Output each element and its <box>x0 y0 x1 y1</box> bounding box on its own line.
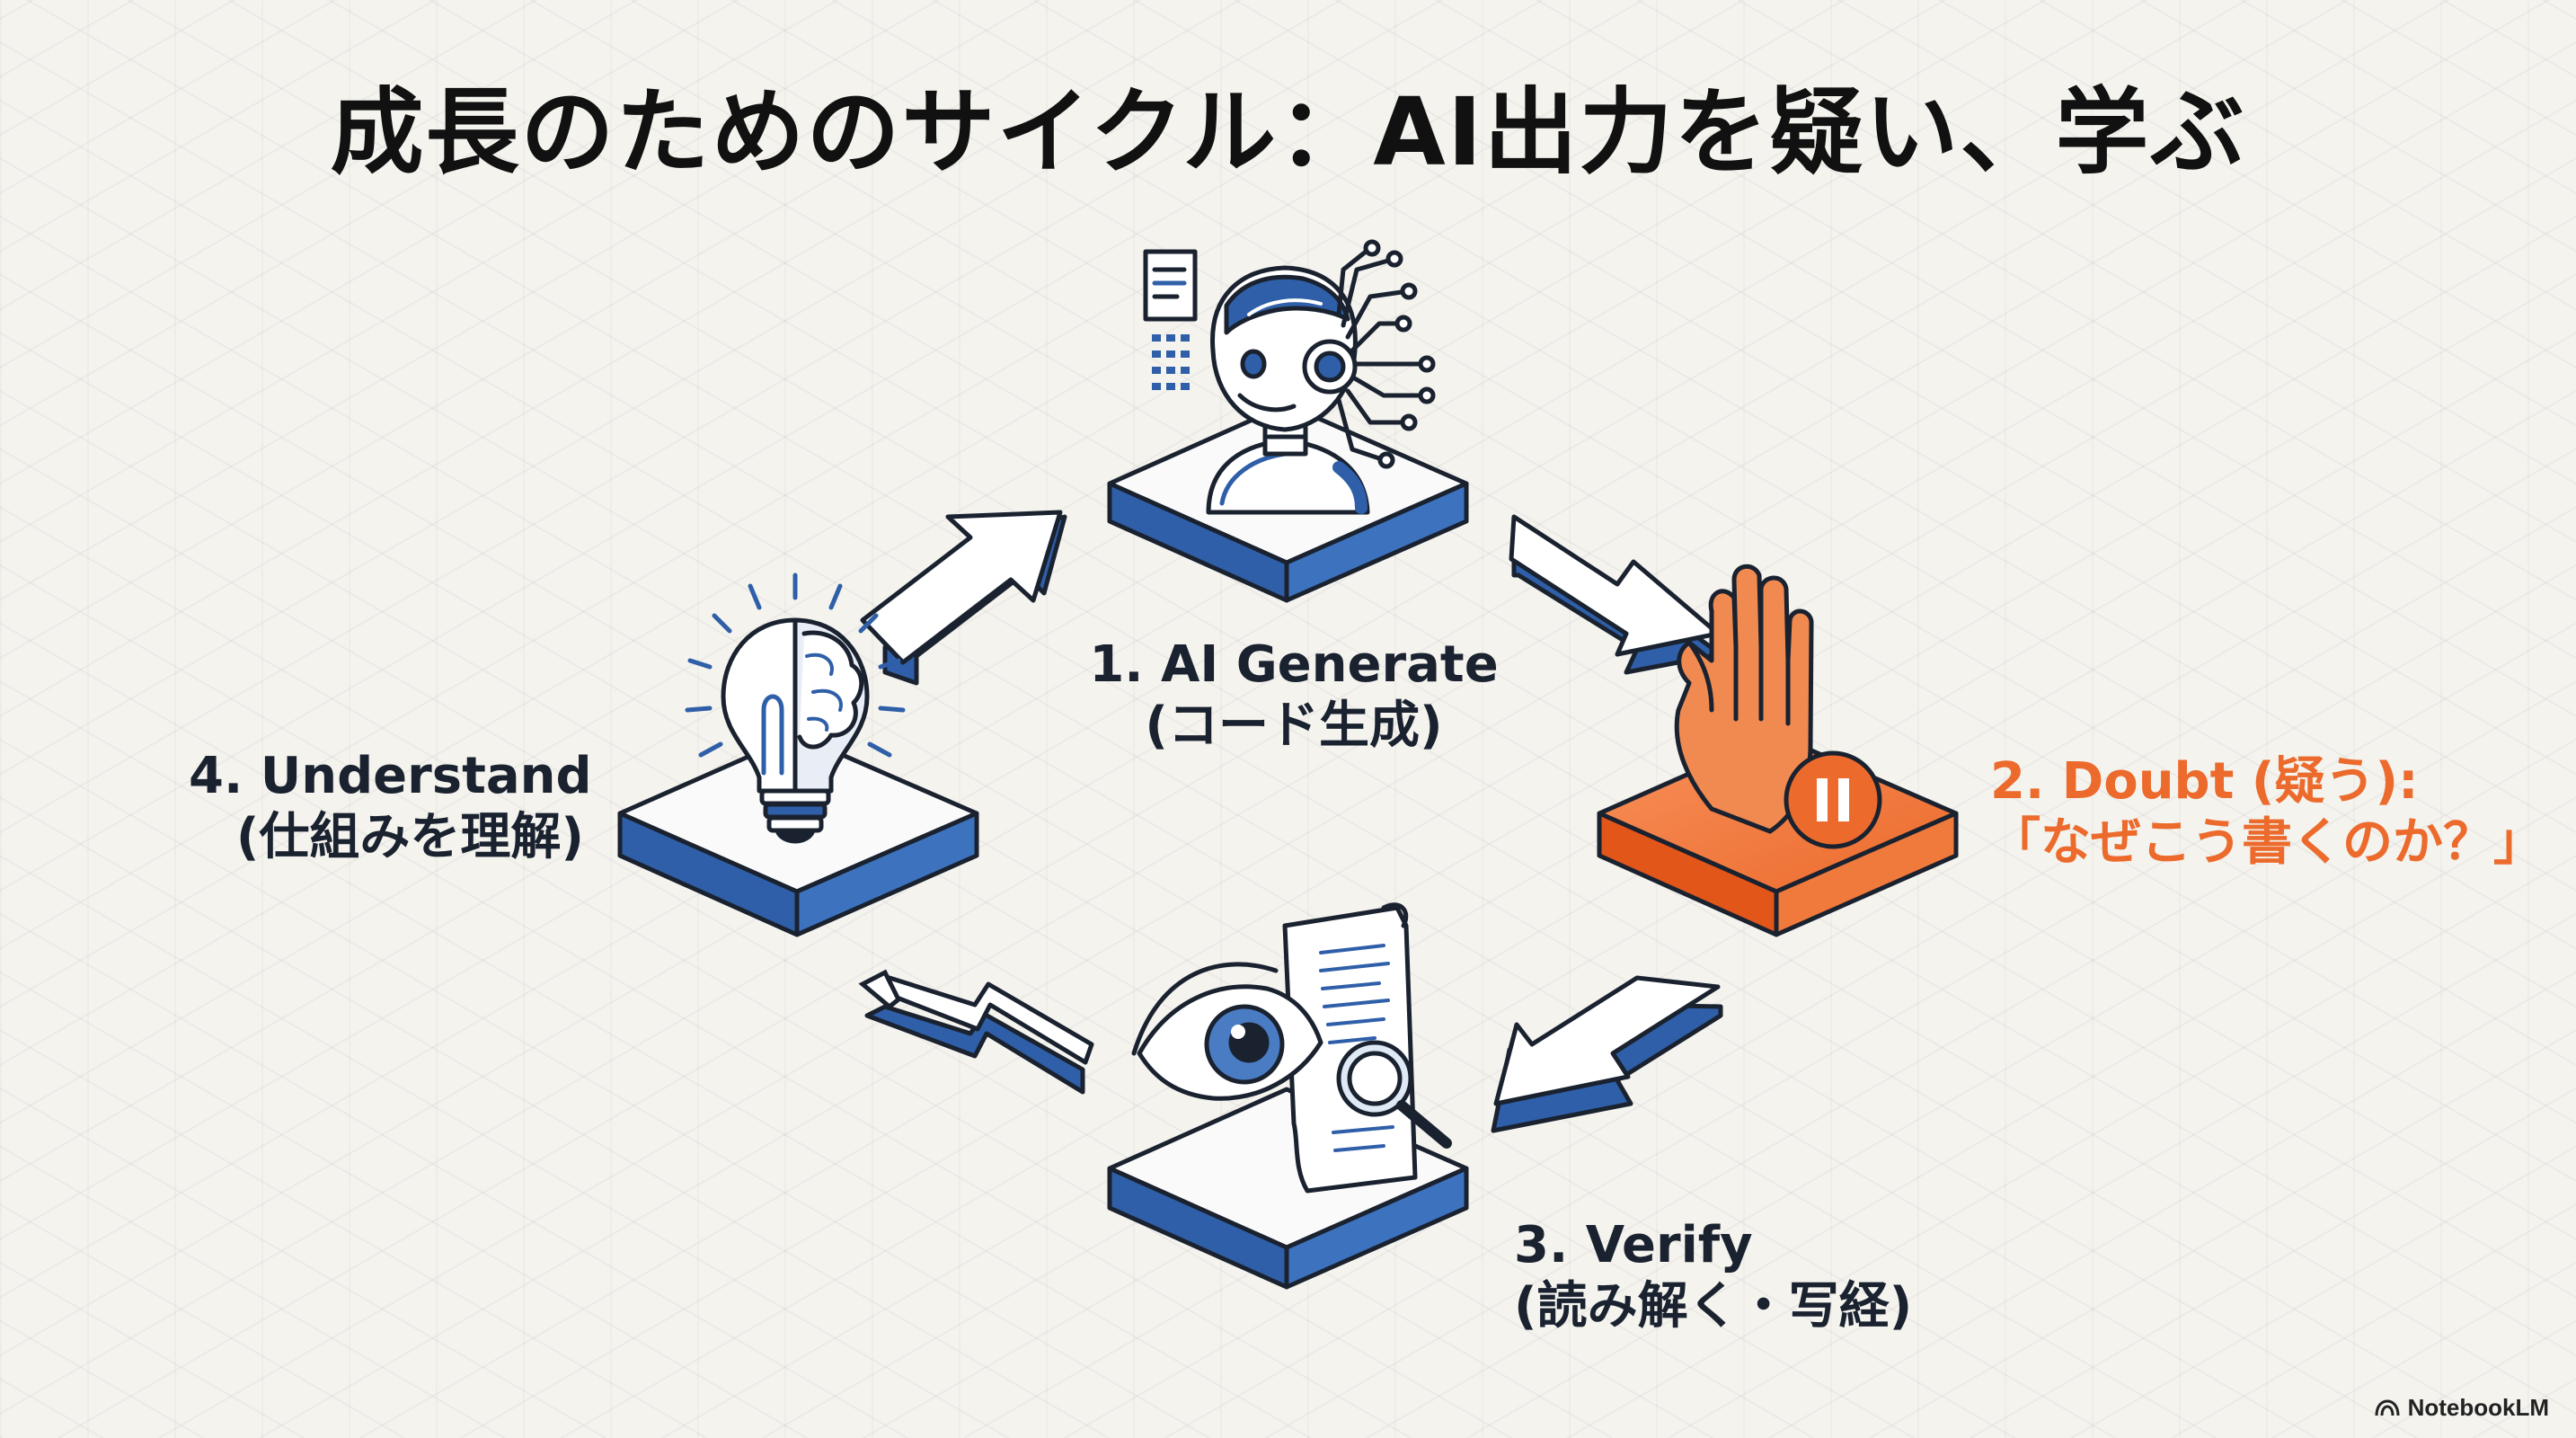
arrow-understand-to-generate <box>860 510 1067 686</box>
brand-watermark: NotebookLM <box>2374 1394 2549 1422</box>
step-title: 1. AI Generate <box>1089 635 1499 694</box>
step-label-verify: 3. Verify (読み解く・写経) <box>1514 1215 1912 1337</box>
step-label-doubt: 2. Doubt (疑う): 「なぜこう書くのか？」 <box>1990 751 2544 874</box>
arrow-doubt-to-verify <box>1491 975 1723 1133</box>
page-title: 成長のためのサイクル：AI出力を疑い、学ぶ <box>330 77 2246 187</box>
lightbulb-brain-icon <box>685 573 906 844</box>
arrow-generate-to-doubt <box>1509 514 1723 675</box>
robot-icon <box>1143 239 1436 515</box>
step-label-understand: 4. Understand (仕組みを理解) <box>189 746 592 868</box>
step-title: 2. Doubt (疑う): <box>1990 752 2419 811</box>
arrow-verify-to-understand <box>858 969 1094 1095</box>
stop-hand-icon <box>1674 564 1882 849</box>
step-label-generate: 1. AI Generate (コード生成) <box>1051 635 1536 757</box>
step-subtitle: (仕組みを理解) <box>235 808 584 866</box>
step-subtitle: (コード生成) <box>1145 697 1443 755</box>
step-title: 4. Understand <box>189 747 592 805</box>
step-title: 3. Verify <box>1514 1216 1753 1274</box>
notebooklm-logo-icon <box>2375 1398 2400 1416</box>
platform-verify <box>1107 1087 1469 1290</box>
step-subtitle: (読み解く・写経) <box>1514 1277 1913 1336</box>
eye-document-icon <box>1131 902 1452 1194</box>
brand-name: NotebookLM <box>2407 1394 2549 1421</box>
step-subtitle: 「なぜこう書くのか？」 <box>1990 813 2544 872</box>
